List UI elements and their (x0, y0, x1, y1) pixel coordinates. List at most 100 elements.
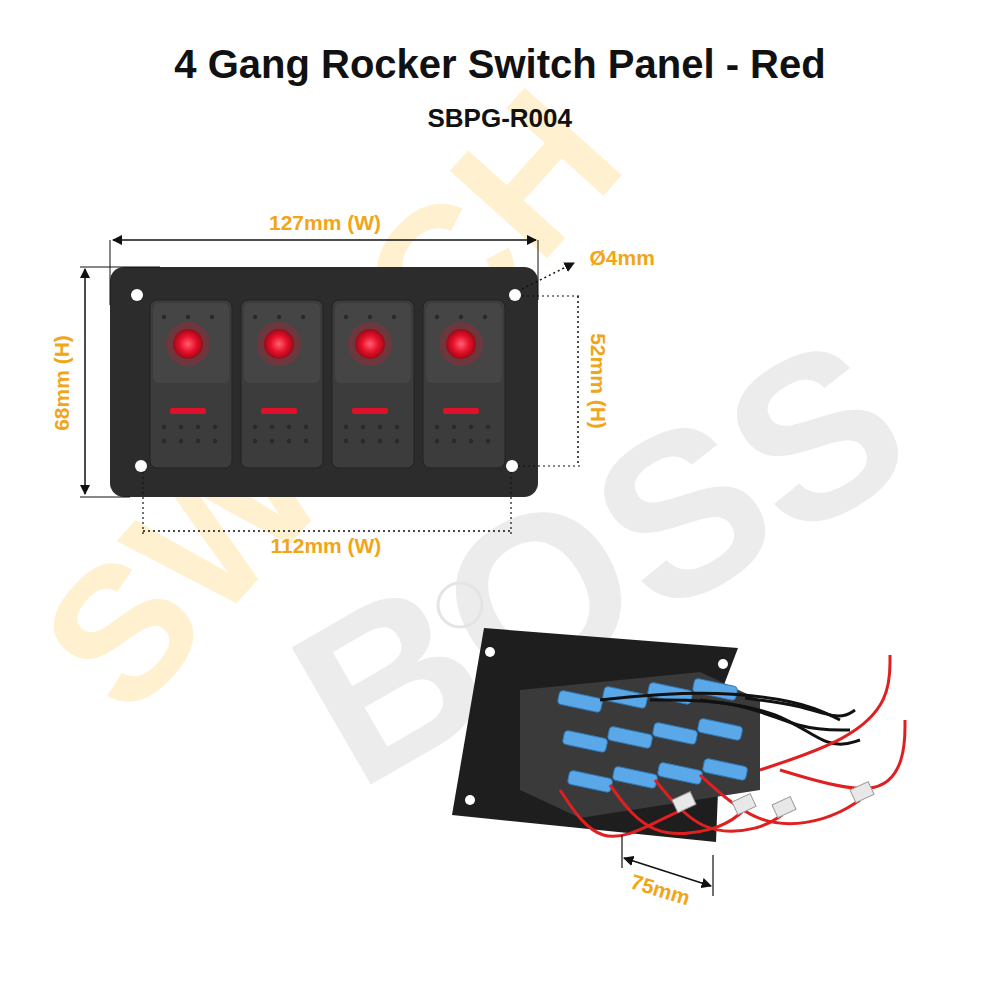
rocker-dot (344, 439, 348, 443)
rocker-dot (452, 425, 456, 429)
rocker-dot (287, 439, 291, 443)
rocker-dot (186, 315, 190, 319)
rocker-dot (395, 439, 399, 443)
mount-hole (506, 460, 518, 472)
rocker-body (423, 300, 505, 468)
red-bar (352, 408, 388, 414)
rocker-dot (179, 425, 183, 429)
rocker-top (335, 303, 411, 383)
rocker-dot (162, 425, 166, 429)
mount-hole (135, 460, 147, 472)
rocker-dot (179, 439, 183, 443)
spade-terminal (702, 758, 748, 781)
rocker-dot (361, 439, 365, 443)
rocker-dot (162, 439, 166, 443)
rocker-switch (332, 300, 414, 468)
red-bar (170, 408, 206, 414)
dimension-label: Ø4mm (590, 246, 655, 270)
panel-plate (110, 267, 538, 497)
wire-lug (732, 794, 756, 815)
rocker-dot (435, 425, 439, 429)
title: 4 Gang Rocker Switch Panel - Red (0, 42, 1000, 87)
dimension-label: 52mm (H) (586, 333, 610, 429)
extension-line (621, 835, 622, 868)
rocker-dot (213, 425, 217, 429)
rocker-dot (392, 315, 396, 319)
dimension-line (113, 239, 536, 241)
dimension-line (577, 296, 579, 466)
spade-terminal (697, 718, 743, 741)
spade-terminal (652, 722, 698, 745)
rocker-dot (253, 439, 257, 443)
mount-hole (509, 289, 521, 301)
rocker-dot (344, 315, 348, 319)
rocker-dot (486, 425, 490, 429)
extension-line (80, 267, 160, 268)
red-wire (700, 775, 860, 824)
mount-hole (465, 795, 475, 805)
red-lens (173, 329, 203, 359)
rocker-dot (344, 425, 348, 429)
rocker-dot (270, 425, 274, 429)
spade-terminal (612, 766, 658, 789)
dimension-line (84, 269, 86, 494)
rocker-switch (423, 300, 505, 468)
rocker-dot (196, 439, 200, 443)
mount-hole (718, 659, 728, 669)
rocker-body (150, 300, 232, 468)
extension-line (518, 465, 582, 466)
rocker-dot (162, 315, 166, 319)
lens-glow (348, 322, 392, 366)
black-wire (745, 698, 855, 716)
rocker-dot (304, 425, 308, 429)
dimension-label: 75mm (627, 870, 692, 911)
extension-line (80, 497, 130, 498)
rocker-dot (253, 315, 257, 319)
rocker-dot (368, 315, 372, 319)
rocker-switch (150, 300, 232, 468)
red-wire (610, 785, 742, 834)
rocker-dot (469, 425, 473, 429)
extension-line (712, 855, 713, 896)
wire-lug (772, 797, 796, 818)
rocker-dot (486, 439, 490, 443)
rocker-top (153, 303, 229, 383)
red-lens (264, 329, 294, 359)
rocker-dot (301, 315, 305, 319)
rocker-dot (395, 425, 399, 429)
rocker-body (241, 300, 323, 468)
extension-line (538, 240, 539, 300)
red-lens (355, 329, 385, 359)
black-wire (650, 700, 850, 730)
red-bar (261, 408, 297, 414)
rocker-dot (459, 315, 463, 319)
mount-hole (485, 647, 495, 657)
rocker-dot (253, 425, 257, 429)
red-wire (780, 720, 905, 789)
black-wire (700, 700, 860, 744)
dimension-line (143, 530, 511, 532)
red-wire (760, 655, 890, 770)
dimension-label: 112mm (W) (271, 534, 382, 558)
wire-lug (850, 782, 874, 803)
rocker-dot (469, 439, 473, 443)
lens-glow (257, 322, 301, 366)
spade-terminal (657, 762, 703, 785)
lens-glow (166, 322, 210, 366)
rocker-dot (287, 425, 291, 429)
rocker-switch (241, 300, 323, 468)
leader-line (522, 263, 574, 289)
rocker-dot (304, 439, 308, 443)
rocker-dot (277, 315, 281, 319)
model-number: SBPG-R004 (428, 103, 573, 134)
rocker-dot (452, 439, 456, 443)
rocker-dot (213, 439, 217, 443)
extension-line (110, 240, 111, 305)
red-lens (446, 329, 476, 359)
rocker-dot (435, 439, 439, 443)
rocker-body (332, 300, 414, 468)
extension-line (510, 472, 511, 536)
rocker-dot (196, 425, 200, 429)
